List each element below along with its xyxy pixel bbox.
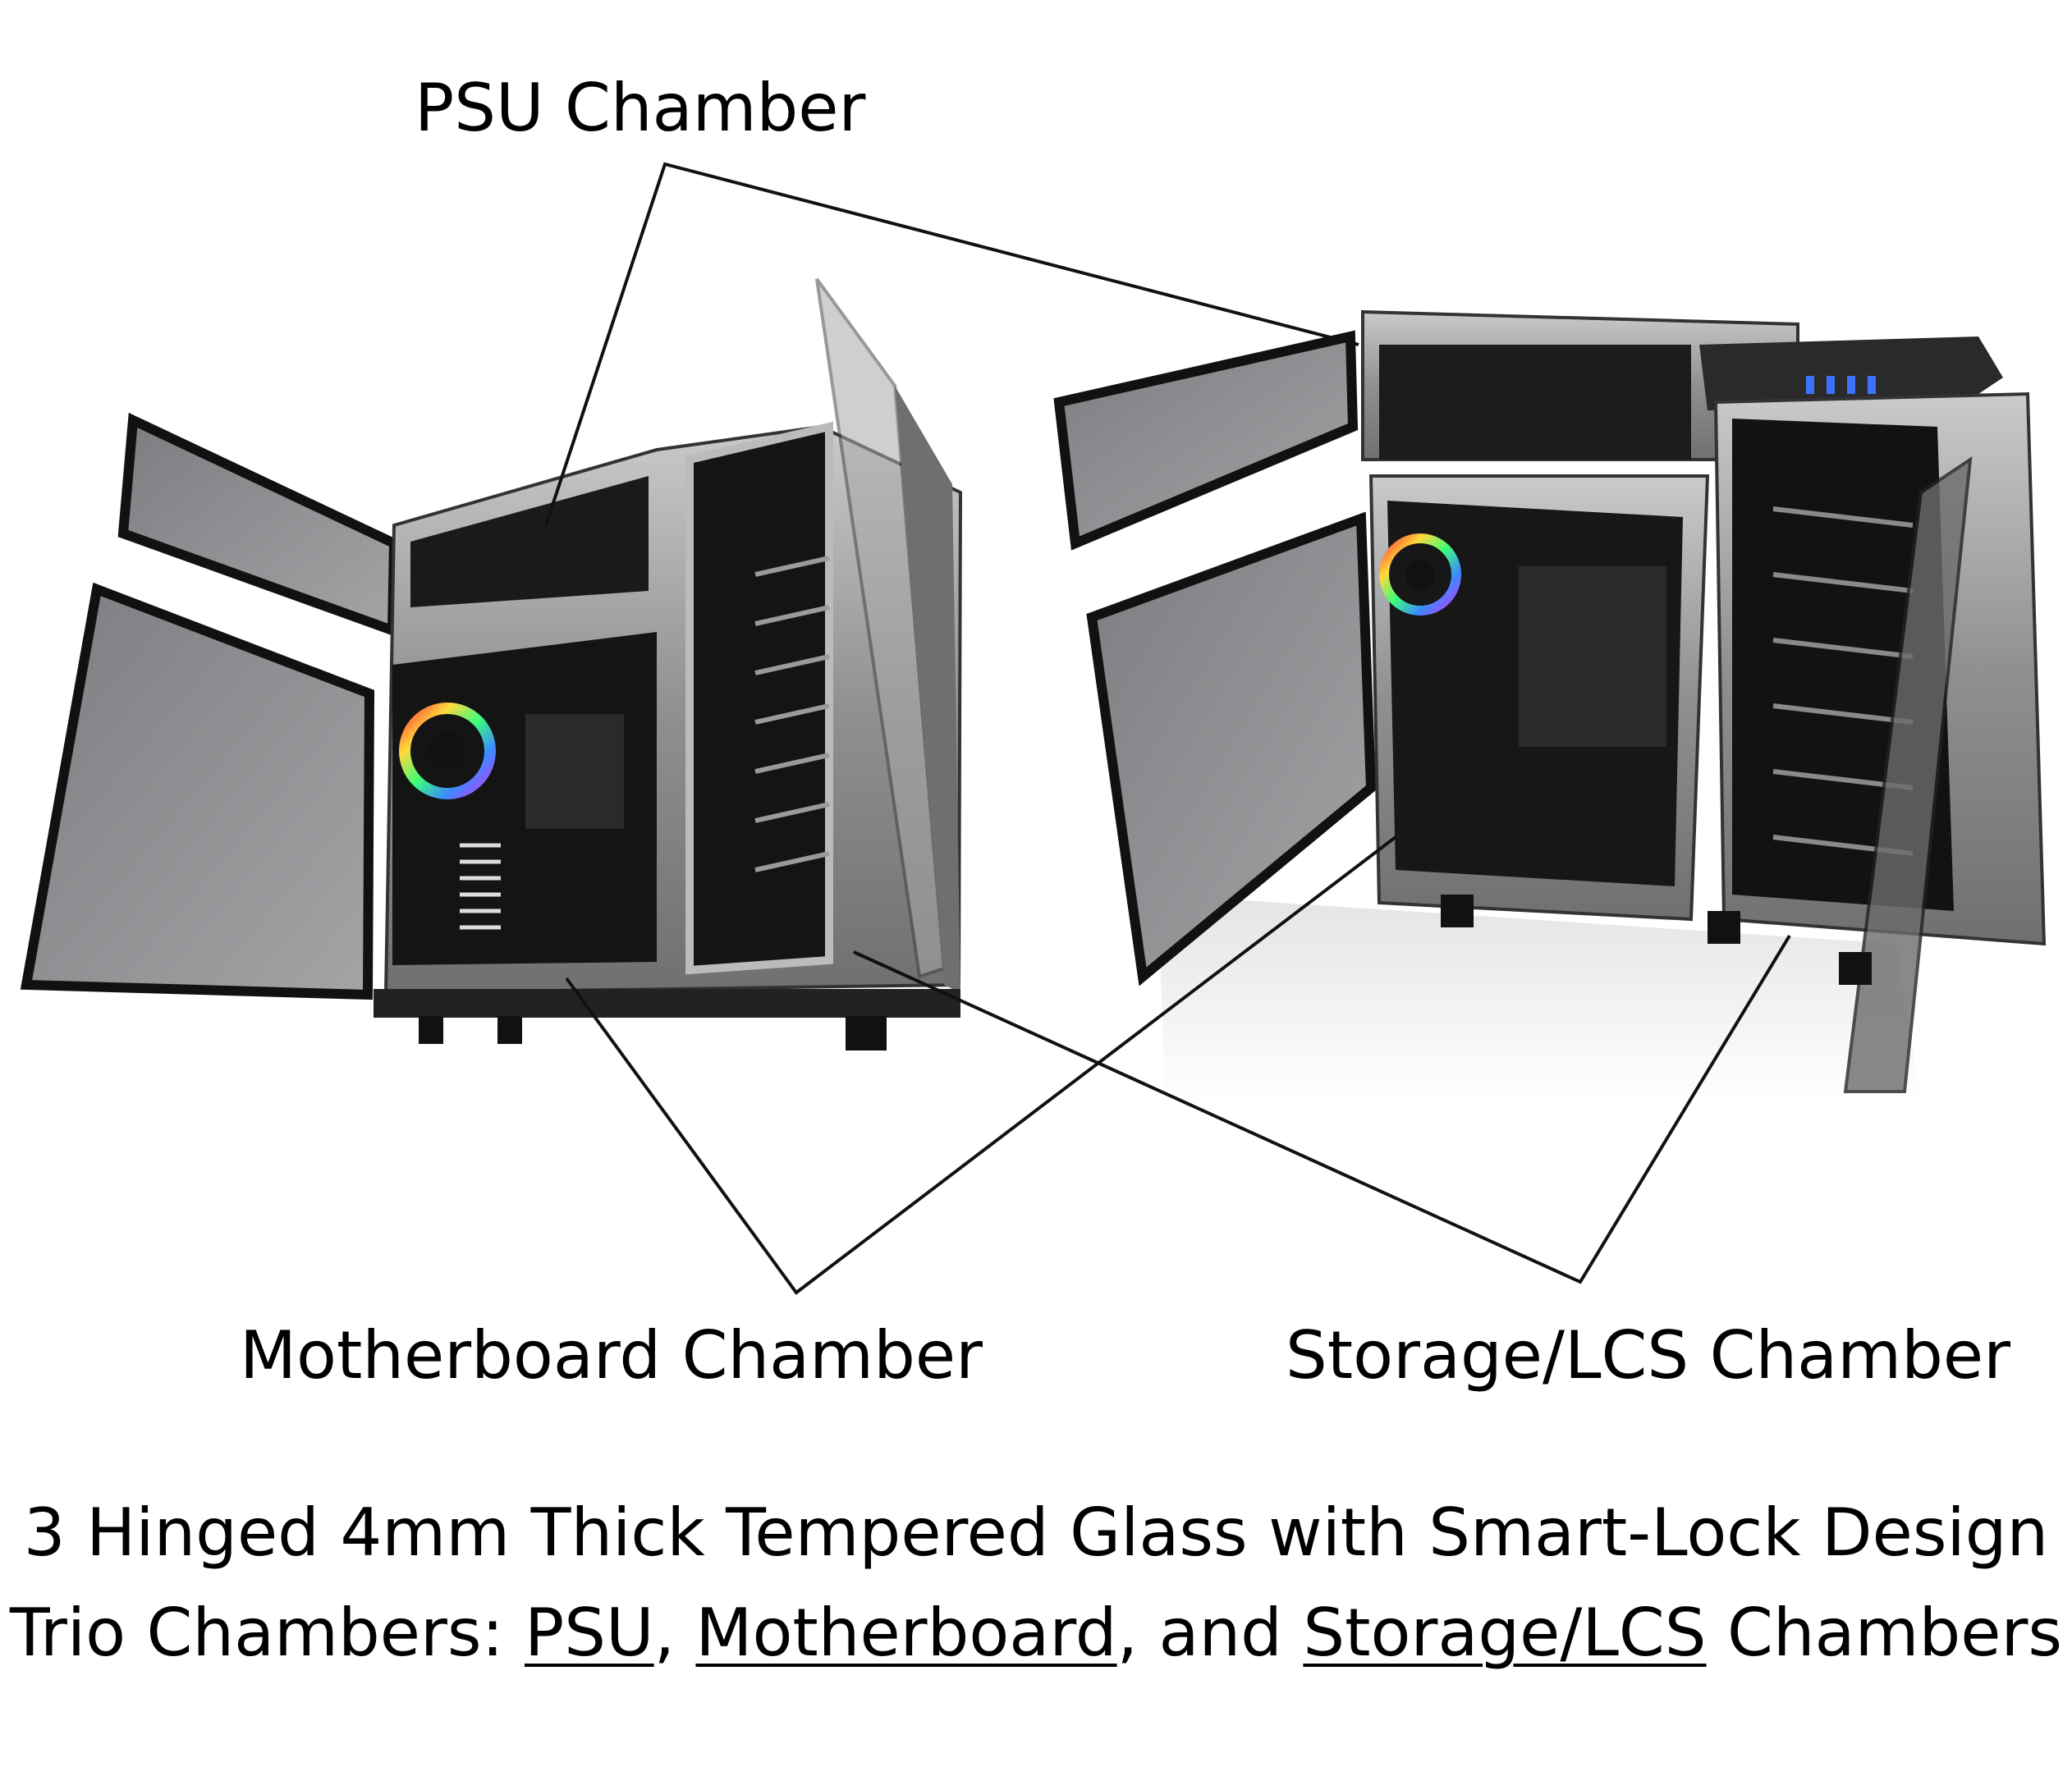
callout-lines: [544, 162, 1791, 1295]
storage-callout-line: [853, 934, 1791, 1284]
foot: [497, 1016, 522, 1044]
storage-glass-door-right: [1843, 455, 1973, 1093]
storage-chamber-left: [685, 421, 833, 975]
fan-hub: [429, 733, 465, 769]
mb-tray-panel: [525, 714, 624, 829]
foot: [846, 1016, 887, 1050]
motherboard-callout-line: [565, 835, 1397, 1295]
caption-glass-design: 3 Hinged 4mm Thick Tempered Glass with S…: [23, 1494, 2049, 1571]
psu-bay-right: [1379, 345, 1691, 460]
caption-trio-chambers: Trio Chambers: PSU, Motherboard, and Sto…: [0, 1600, 2072, 1666]
psu-glass-door-right: [1053, 330, 1359, 551]
caption-motherboard-link: Motherboard: [695, 1595, 1117, 1671]
left-case-base: [374, 989, 960, 1018]
caption-separator: ,: [653, 1595, 696, 1671]
motherboard-chamber-label: Motherboard Chamber: [240, 1317, 983, 1394]
usb-ports: [1806, 376, 1876, 394]
right-case: [1053, 309, 2047, 1104]
expansion-slots: [460, 843, 501, 930]
right-mb-tray: [1519, 566, 1666, 747]
foot: [1839, 952, 1872, 985]
storage-chamber-label: Storage/LCS Chamber: [1286, 1317, 2011, 1394]
top-io-panel: [1699, 336, 2003, 410]
fan-hub: [1405, 560, 1435, 589]
caption-psu-link: PSU: [524, 1595, 654, 1671]
caption-separator: , and: [1116, 1595, 1304, 1671]
motherboard-glass-door-left: [20, 582, 375, 1000]
foot: [1441, 895, 1474, 927]
floor-reflection: [1157, 895, 1921, 1104]
foot: [1708, 911, 1740, 944]
rgb-fan-icon: [399, 703, 496, 799]
caption-prefix: Trio Chambers:: [9, 1595, 525, 1671]
psu-glass-door-left: [117, 412, 400, 638]
rgb-fan-icon: [1379, 533, 1461, 616]
motherboard-glass-door-right: [1086, 511, 1377, 986]
drive-trays: [754, 556, 830, 872]
caption-suffix: Chambers: [1706, 1595, 2063, 1671]
psu-callout-line: [544, 162, 1359, 526]
left-case: [20, 277, 963, 1050]
psu-chamber-label: PSU Chamber: [415, 70, 866, 146]
caption-storage-link: Storage/LCS: [1303, 1595, 1707, 1671]
psu-chamber-opening: [410, 476, 649, 607]
foot: [419, 1016, 443, 1044]
left-case-side-panel: [895, 386, 960, 993]
